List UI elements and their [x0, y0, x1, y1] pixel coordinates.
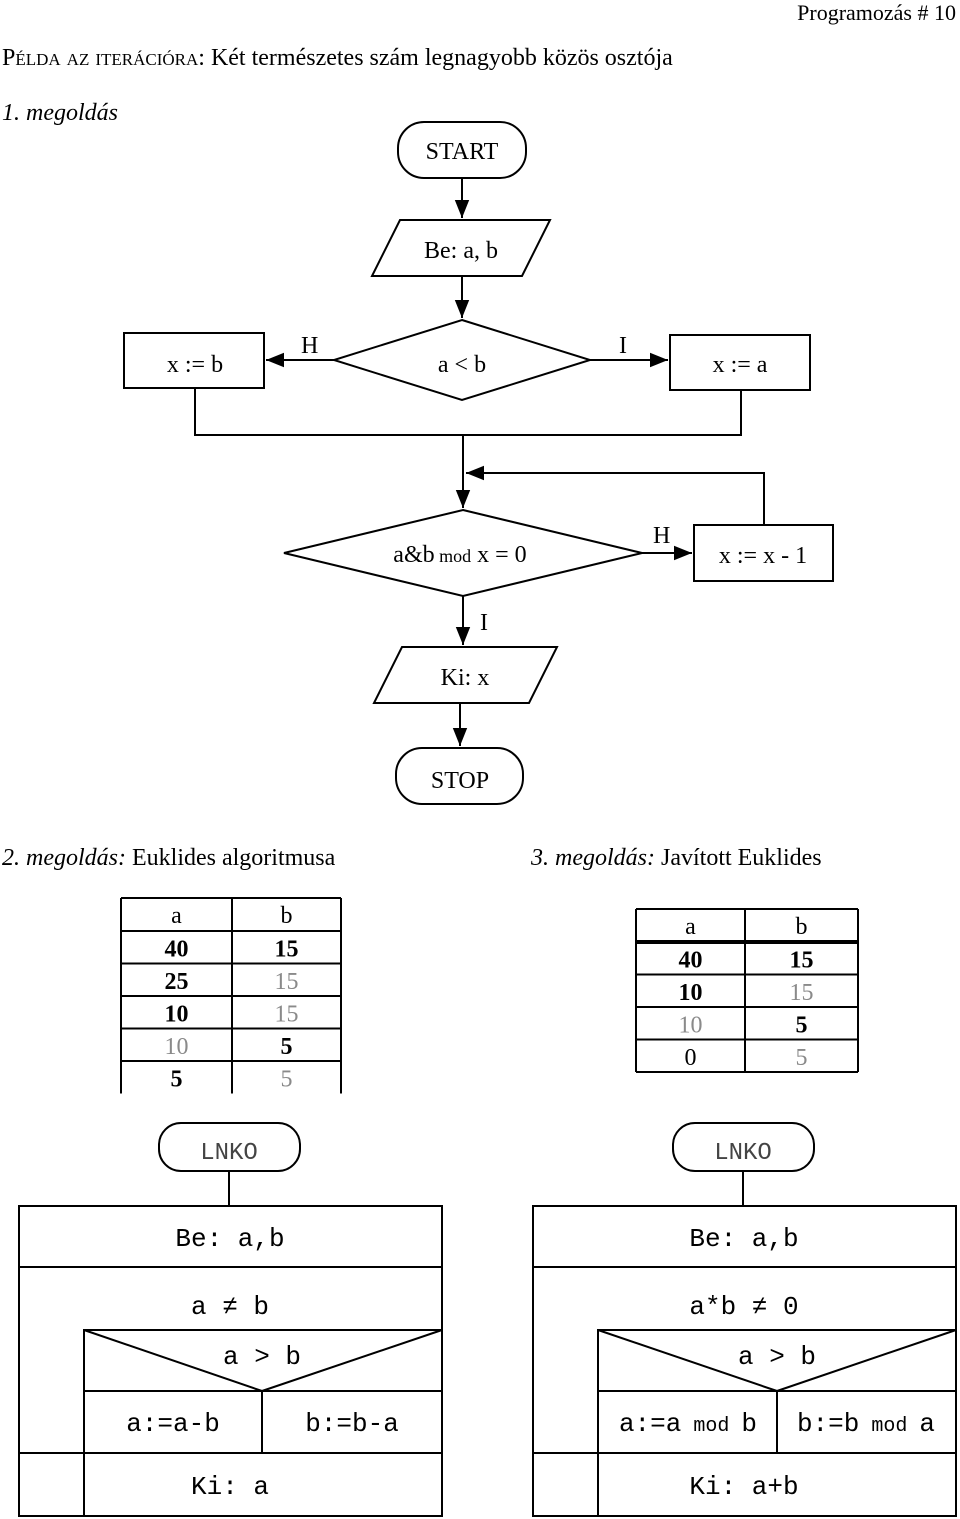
table2-cell: 25 [165, 969, 189, 995]
table3-cell: 10 [679, 1013, 703, 1039]
trace-table-2: a b 40 15 25 15 10 15 10 5 5 5 [120, 897, 342, 1094]
stop-label: STOP [431, 768, 489, 794]
nsd3-output: Ki: a+b [689, 1472, 798, 1502]
nsd2-else: b:=b-a [305, 1409, 399, 1439]
nsd3-input: Be: a,b [689, 1224, 798, 1254]
table3-header-b: b [796, 914, 808, 940]
title-rest: Két természetes szám legnagyobb közös os… [204, 45, 673, 71]
nsd3-loop: a*b ≠ 0 [689, 1292, 798, 1322]
nsd3-proc-label: LNKO [714, 1140, 772, 1167]
nsd2-input: Be: a,b [175, 1224, 284, 1254]
nsd3-cond: a > b [738, 1342, 816, 1372]
solution-2-title: Euklides algoritmusa [125, 845, 336, 871]
solution-3-label: 3. megoldás: Javított Euklides [531, 845, 822, 872]
trace-table-3: a b 40 15 10 15 10 5 0 5 [635, 908, 859, 1073]
table2-cell: 5 [281, 1034, 293, 1060]
left-assign-label: x := b [167, 352, 223, 378]
nsd3-else: b:=b mod a [797, 1409, 935, 1439]
solution-3-title: Javított Euklides [654, 845, 822, 871]
table3-cell: 5 [796, 1013, 808, 1039]
cond2-label: a&b mod x = 0 [393, 542, 526, 568]
title-prefix: Példa az iterációra: [2, 45, 205, 71]
table3-cell: 15 [790, 948, 814, 974]
solution-1-label: 1. megoldás [2, 100, 118, 126]
cond1-false-label: H [301, 333, 318, 359]
trace-tables: a b 40 15 25 15 10 15 10 5 5 5 a b 40 15 10 15 10 5 0 5 [120, 897, 859, 1094]
flowchart: START Be: a, b a < b x := b x := a H I a… [123, 121, 834, 805]
table2-cell: 15 [275, 969, 299, 995]
solution-2-label: 2. megoldás: Euklides algoritmusa [2, 845, 335, 872]
nsd2-cond: a > b [223, 1342, 301, 1372]
cond2-false-label: H [653, 523, 670, 549]
table3-cell: 40 [679, 948, 703, 974]
table2-cell: 10 [165, 1002, 189, 1028]
table3-cell: 15 [790, 980, 814, 1006]
table2-cell: 5 [281, 1067, 293, 1093]
start-label: START [426, 139, 499, 165]
nsd2-loop: a ≠ b [191, 1292, 269, 1322]
decrement-box [693, 524, 834, 582]
table2-cell: 10 [165, 1034, 189, 1060]
decision-diamond-1 [330, 318, 594, 402]
nsd3-frame [532, 1205, 957, 1517]
table3-header-a: a [685, 914, 696, 940]
input-parallelogram [370, 219, 552, 277]
nsd-diagrams: LNKO Be: a,b a ≠ b a > b a:=a-b b:=b-a K… [18, 1122, 957, 1517]
decrement-label: x := x - 1 [719, 543, 807, 569]
output-parallelogram [372, 646, 559, 704]
cond1-label: a < b [438, 352, 486, 378]
nsd2-output: Ki: a [191, 1472, 269, 1502]
output-label: Ki: x [441, 665, 490, 691]
nsd2-proc-label: LNKO [200, 1140, 258, 1167]
solution-3-num: 3. megoldás: [531, 845, 655, 871]
table2-cell: 40 [165, 937, 189, 963]
table2-cell: 15 [275, 1002, 299, 1028]
nsd2-then: a:=a-b [126, 1409, 220, 1439]
table2-header-b: b [281, 903, 293, 929]
right-assign-label: x := a [713, 352, 768, 378]
nsd3-then: a:=a mod b [619, 1409, 757, 1439]
table2-cell: 15 [275, 937, 299, 963]
input-label: Be: a, b [424, 238, 498, 264]
solution-2-num: 2. megoldás: [2, 845, 126, 871]
nsd2-frame [18, 1205, 443, 1517]
cond2-true-label: I [480, 610, 488, 636]
page-header: Programozás # 10 [797, 0, 956, 25]
stop-terminal [395, 747, 524, 805]
table3-cell: 5 [796, 1045, 808, 1071]
cond1-true-label: I [619, 333, 627, 359]
table2-header-a: a [171, 903, 182, 929]
page-title: Példa az iterációra: Két természetes szá… [2, 45, 673, 72]
table3-cell: 0 [685, 1045, 697, 1071]
table2-cell: 5 [171, 1067, 183, 1093]
table3-cell: 10 [679, 980, 703, 1006]
